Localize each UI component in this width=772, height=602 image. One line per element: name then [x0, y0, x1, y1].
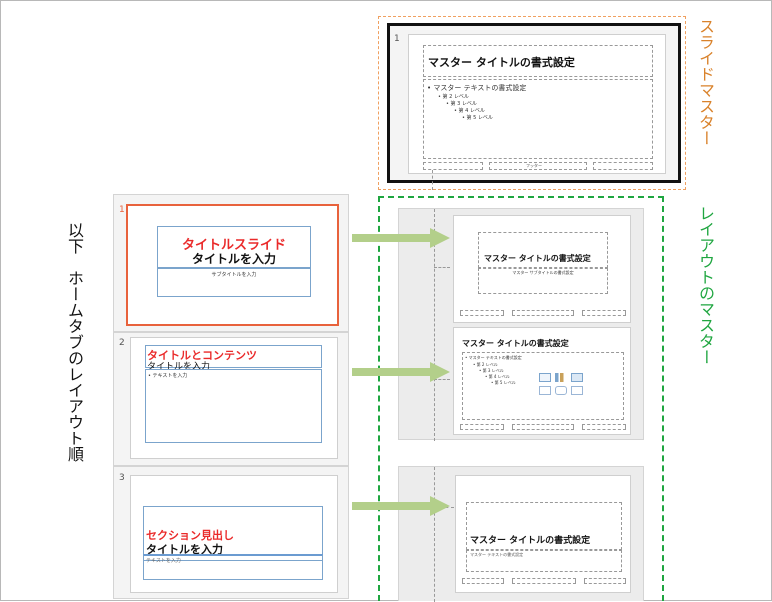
master-connector-line: [432, 170, 433, 190]
layout-3-footer: [512, 578, 576, 584]
section-black-label: タイトルを入力: [146, 543, 223, 556]
section-red-label: セクション見出し: [146, 529, 234, 542]
layout-1-title: マスター タイトルの書式設定: [484, 254, 591, 263]
layout-2-body-4: • 第 4 レベル: [485, 374, 510, 379]
insert-smartart-icon: [571, 373, 583, 382]
section-text-placeholder: テキストを入力: [143, 554, 323, 580]
layout-thumb-1[interactable]: 1 タイトルスライド タイトルを入力 サブタイトルを入力: [113, 194, 349, 332]
layout-1-subtitle: マスター サブタイトルの書式設定: [512, 270, 574, 275]
layout-thumb-3[interactable]: 3 セクション見出し タイトルを入力 テキストを入力: [113, 466, 349, 599]
master-title-text: マスター タイトルの書式設定: [428, 56, 575, 69]
title-content-body-placeholder: • テキストを入力: [145, 369, 322, 443]
arrow-2-icon: [352, 362, 450, 382]
insert-video-icon: [571, 386, 583, 395]
slide-master-thumbnail[interactable]: 1 マスター タイトルの書式設定 • マスター テキストの書式設定 • 第 2 …: [387, 23, 681, 183]
layout-2-footer: [512, 424, 574, 430]
title-slide-subtitle-placeholder: サブタイトルを入力: [157, 268, 311, 297]
layout-2-body-placeholder: • マスター テキストの書式設定 • 第 2 レベル • 第 3 レベル • 第…: [462, 352, 624, 420]
layout-master-group-a: マスター タイトルの書式設定 マスター サブタイトルの書式設定 マスター タイト…: [398, 208, 644, 441]
section-title-placeholder: セクション見出し タイトルを入力: [143, 506, 323, 561]
layout-connector-a: [434, 209, 435, 441]
arrow-3-icon: [352, 496, 450, 516]
layout-2-title: マスター タイトルの書式設定: [462, 339, 569, 348]
layout-2-thumbnail[interactable]: マスター タイトルの書式設定 • マスター テキストの書式設定 • 第 2 レベ…: [453, 327, 631, 435]
master-body-line-4: • 第 4 レベル: [454, 108, 485, 114]
layout-3-text: マスター テキストの書式設定: [470, 552, 524, 557]
master-footer-placeholder: フッター: [489, 162, 587, 170]
layout-thumb-2[interactable]: 2 タイトルとコンテンツ タイトルを入力 • テキストを入力: [113, 332, 349, 466]
layout-thumb-3-slide: セクション見出し タイトルを入力 テキストを入力: [130, 475, 338, 593]
layout-master-caption: レイアウトのマスター: [696, 205, 715, 365]
insert-table-icon: [539, 373, 551, 382]
layout-thumb-2-number: 2: [119, 338, 125, 348]
slide-master-slide: マスター タイトルの書式設定 • マスター テキストの書式設定 • 第 2 レベ…: [408, 34, 666, 174]
title-content-body-text: • テキストを入力: [148, 373, 188, 379]
layout-1-footer: [512, 310, 574, 316]
layout-1-thumbnail[interactable]: マスター タイトルの書式設定 マスター サブタイトルの書式設定: [453, 215, 631, 323]
left-caption: 以下 ホームタブのレイアウト順: [65, 222, 84, 462]
title-slide-red-label: タイトルスライド: [181, 238, 286, 253]
layout-3-text-placeholder: マスター テキストの書式設定: [466, 550, 622, 572]
insert-chart-icon: [555, 373, 567, 382]
layout-3-date: [462, 578, 504, 584]
master-title-placeholder: マスター タイトルの書式設定: [423, 45, 653, 77]
master-body-line-5: • 第 5 レベル: [462, 115, 493, 121]
slide-master-caption: スライドマスター: [696, 18, 715, 146]
insert-picture-icon: [539, 386, 551, 395]
layout-2-body-3: • 第 3 レベル: [479, 368, 504, 373]
master-footer-text: フッター: [526, 163, 542, 168]
layout-2-body-1: • マスター テキストの書式設定: [465, 355, 522, 360]
master-page-number-placeholder: [593, 162, 653, 170]
layout-thumb-2-slide: タイトルとコンテンツ タイトルを入力 • テキストを入力: [130, 337, 338, 459]
title-slide-black-label: タイトルを入力: [191, 252, 276, 266]
master-body-line-3: • 第 3 レベル: [446, 101, 477, 107]
layout-3-thumbnail[interactable]: マスター タイトルの書式設定 マスター テキストの書式設定: [455, 475, 631, 593]
master-body-placeholder: • マスター テキストの書式設定 • 第 2 レベル • 第 3 レベル • 第…: [423, 79, 653, 159]
layout-2-page: [582, 424, 626, 430]
slide-master-number: 1: [394, 34, 400, 44]
master-date-placeholder: [423, 162, 483, 170]
title-content-red-label: タイトルとコンテンツ: [147, 349, 257, 362]
layout-3-page: [584, 578, 626, 584]
section-text-label: テキストを入力: [146, 558, 181, 564]
title-content-black-label: タイトルを入力: [147, 362, 211, 372]
layout-1-page: [582, 310, 626, 316]
layout-2-body-5: • 第 5 レベル: [491, 380, 516, 385]
layout-3-title-placeholder: マスター タイトルの書式設定: [466, 502, 622, 550]
arrow-1-icon: [352, 228, 450, 248]
layout-connector-b: [434, 467, 435, 602]
master-body-line-2: • 第 2 レベル: [438, 94, 469, 100]
layout-2-body-2: • 第 2 レベル: [473, 362, 498, 367]
layout-2-date: [460, 424, 504, 430]
title-slide-title-placeholder: タイトルスライド タイトルを入力: [157, 226, 311, 268]
master-body-line-1: • マスター テキストの書式設定: [427, 84, 527, 92]
layout-thumb-1-slide: タイトルスライド タイトルを入力 サブタイトルを入力: [126, 204, 339, 326]
layout-3-title: マスター タイトルの書式設定: [470, 536, 591, 546]
layout-1-subtitle-placeholder: マスター サブタイトルの書式設定: [478, 268, 608, 294]
layout-connector-a2: [434, 379, 450, 380]
layout-master-group-b: マスター タイトルの書式設定 マスター テキストの書式設定: [398, 466, 644, 602]
layout-1-date: [460, 310, 504, 316]
title-content-title-placeholder: タイトルとコンテンツ タイトルを入力: [145, 345, 322, 372]
layout-1-title-placeholder: マスター タイトルの書式設定: [478, 232, 608, 268]
title-slide-subtitle-text: サブタイトルを入力: [211, 272, 257, 278]
layout-thumb-3-number: 3: [119, 473, 125, 483]
insert-online-picture-icon: [555, 386, 567, 395]
layout-thumb-1-number: 1: [119, 205, 125, 215]
layout-connector-a1: [434, 267, 450, 268]
layout-master-dashed-box: [378, 196, 664, 601]
slide-master-dashed-box: [378, 16, 686, 190]
